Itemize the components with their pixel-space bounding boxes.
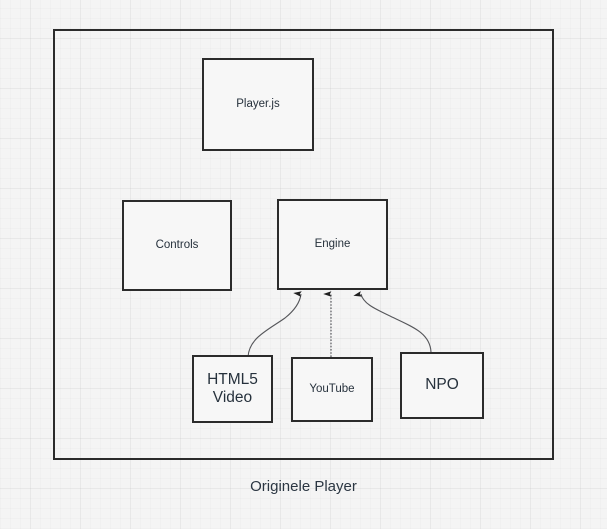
node-label: HTML5 Video bbox=[207, 370, 258, 406]
node-label: Player.js bbox=[236, 97, 280, 110]
node-label: NPO bbox=[425, 376, 459, 394]
diagram-caption: Originele Player bbox=[250, 478, 357, 495]
node-engine[interactable]: Engine bbox=[277, 199, 388, 290]
node-label: Controls bbox=[155, 238, 199, 251]
node-html5-video[interactable]: HTML5 Video bbox=[192, 355, 273, 423]
node-player-js[interactable]: Player.js bbox=[202, 58, 314, 151]
node-npo[interactable]: NPO bbox=[400, 352, 484, 419]
node-label: Engine bbox=[314, 237, 351, 250]
node-label: YouTube bbox=[309, 382, 355, 395]
node-controls[interactable]: Controls bbox=[122, 200, 232, 291]
outer-container-box bbox=[53, 29, 554, 460]
node-youtube[interactable]: YouTube bbox=[291, 357, 373, 422]
